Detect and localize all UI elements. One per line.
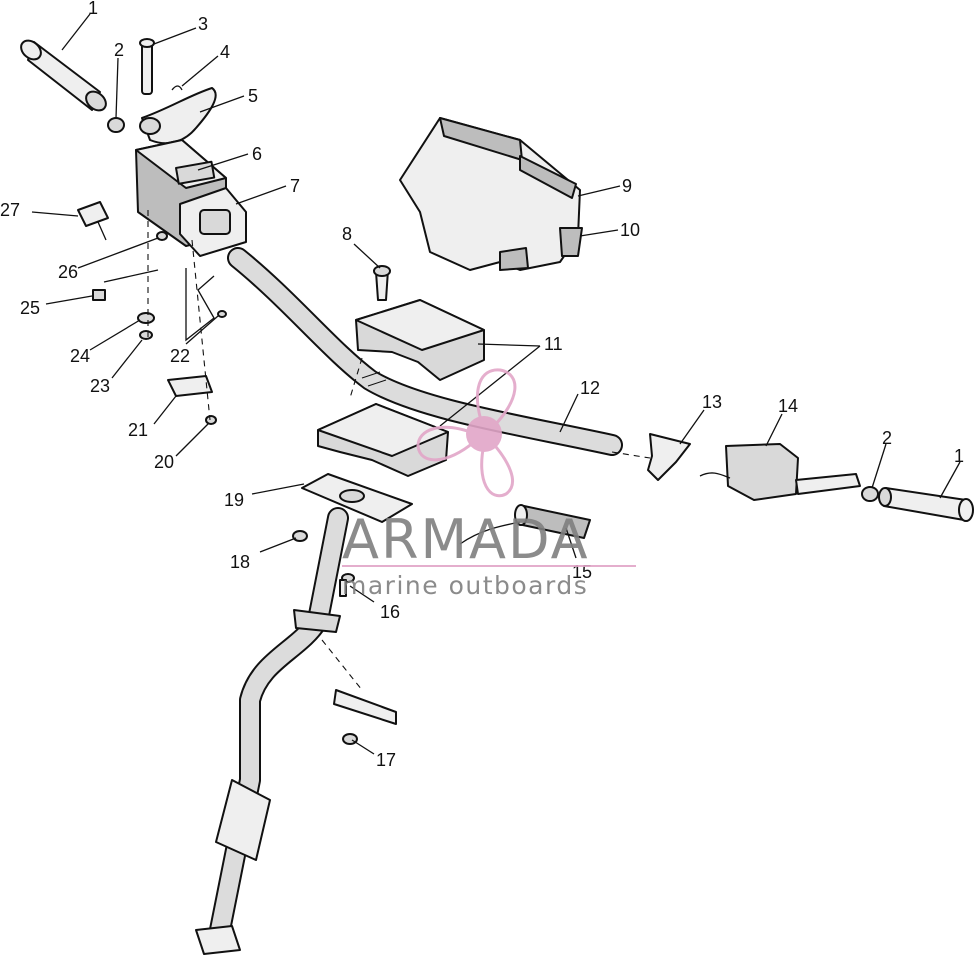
screw-20: [205, 415, 217, 425]
steering-plate: [301, 473, 413, 523]
nut-23: [139, 330, 153, 340]
watermark-brand: ARMADA: [342, 508, 590, 571]
brake-lever: [139, 87, 217, 145]
watermark: ARMADA marine outboards: [342, 368, 636, 600]
callout-label: 21: [128, 420, 148, 440]
pivot-pin: [139, 38, 155, 95]
retaining-clip: [171, 85, 183, 91]
housing-bracket: [179, 187, 247, 257]
right-end-plug: [861, 486, 879, 502]
switch-27: [77, 201, 109, 227]
lower-clamp: [317, 403, 449, 477]
instrument-cover: [399, 117, 583, 271]
callout-label: 8: [342, 224, 352, 244]
pin-tube-17: [333, 689, 397, 725]
screw-16-shank: [339, 579, 347, 597]
callout-label: 25: [20, 298, 40, 318]
handlebar-tube: [227, 247, 623, 456]
clamp-bolt: [373, 265, 391, 301]
callout-label: 17: [376, 750, 396, 770]
callout-label: 1: [88, 0, 98, 18]
callout-label: 18: [230, 552, 250, 572]
callout-label: 5: [248, 86, 258, 106]
callout-label: 3: [198, 14, 208, 34]
assembly-lines: [103, 210, 651, 691]
callout-label: 16: [380, 602, 400, 622]
callout-label: 22: [170, 346, 190, 366]
callout-label: 2: [882, 428, 892, 448]
callout-label: 9: [622, 176, 632, 196]
callout-label: 20: [154, 452, 174, 472]
left-grip: [20, 39, 107, 112]
callout-label: 1: [954, 446, 964, 466]
nut-25: [92, 289, 106, 301]
callout-label: 13: [702, 392, 722, 412]
callout-labels: 1 2 3 4 5 6 7 8 9 10 11 12 13 14 2 1 15 …: [0, 0, 964, 770]
propeller-logo: [416, 368, 517, 498]
callout-label: 19: [224, 490, 244, 510]
callout-label: 11: [544, 334, 563, 354]
callout-label: 26: [58, 262, 78, 282]
leader-lines: [31, 13, 961, 755]
left-end-plug: [107, 117, 125, 133]
screw-22: [217, 310, 227, 318]
callout-label: 6: [252, 144, 262, 164]
switch-housing: [699, 443, 861, 501]
callout-label: 7: [290, 176, 300, 196]
callout-label: 4: [220, 42, 230, 62]
throttle-grip: [459, 504, 591, 545]
callout-label: 23: [90, 376, 110, 396]
watermark-tagline: marine outboards: [342, 571, 588, 600]
nut-26: [156, 231, 168, 241]
throttle-lever: [647, 433, 691, 481]
nut-18: [292, 530, 308, 542]
callout-label: 10: [620, 220, 640, 240]
fasteners: [77, 201, 397, 745]
steering-post: [195, 507, 349, 955]
callout-label: 2: [114, 40, 124, 60]
washer-24: [137, 312, 155, 324]
callout-label: 12: [580, 378, 600, 398]
callout-label: 14: [778, 396, 798, 416]
upper-clamp: [355, 299, 485, 381]
right-grip: [878, 487, 974, 522]
callout-label: 24: [70, 346, 90, 366]
plate-21: [167, 375, 213, 397]
callout-label: 27: [0, 200, 20, 220]
